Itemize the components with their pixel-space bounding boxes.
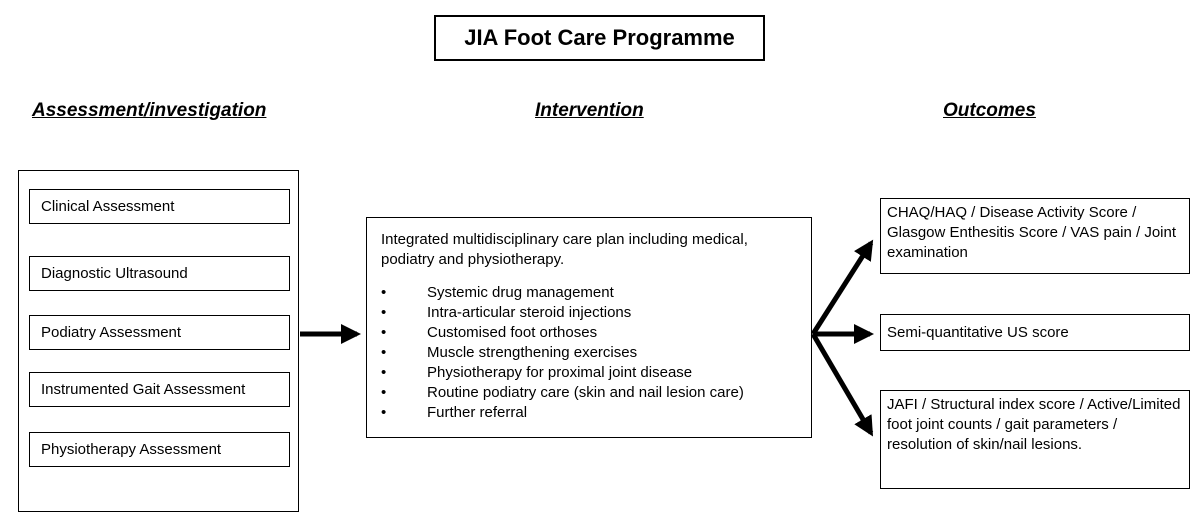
intervention-item: •Muscle strengthening exercises	[381, 344, 638, 361]
intervention-intro: Integrated multidisciplinary care plan i…	[381, 231, 748, 268]
arrow-to-outcome-foot	[810, 332, 874, 437]
assessment-item-ultrasound: Diagnostic Ultrasound	[29, 256, 290, 291]
bullet-icon: •	[381, 304, 387, 321]
bullet-icon: •	[381, 364, 387, 381]
assessment-item-gait: Instrumented Gait Assessment	[29, 372, 290, 407]
outcome-box-clinical-scores: CHAQ/HAQ / Disease Activity Score / Glas…	[880, 198, 1190, 274]
arrow-to-outcome-clinical	[810, 239, 874, 336]
assessment-item-clinical: Clinical Assessment	[29, 189, 290, 224]
assessment-item-physiotherapy: Physiotherapy Assessment	[29, 432, 290, 467]
bullet-icon: •	[381, 404, 387, 421]
outcome-box-us-score: Semi-quantitative US score	[880, 314, 1190, 351]
diagram-title: JIA Foot Care Programme	[464, 25, 735, 50]
intervention-item: •Routine podiatry care (skin and nail le…	[381, 384, 744, 401]
intervention-item: •Physiotherapy for proximal joint diseas…	[381, 364, 693, 381]
intervention-list: •Systemic drug management •Intra-articul…	[381, 283, 797, 423]
bullet-icon: •	[381, 284, 387, 301]
bullet-icon: •	[381, 384, 387, 401]
outcome-box-foot-measures: JAFI / Structural index score / Active/L…	[880, 390, 1190, 489]
intervention-box: Integrated multidisciplinary care plan i…	[366, 217, 812, 438]
assessment-item-podiatry: Podiatry Assessment	[29, 315, 290, 350]
heading-intervention: Intervention	[535, 100, 644, 121]
title-box: JIA Foot Care Programme	[434, 15, 765, 61]
bullet-icon: •	[381, 344, 387, 361]
heading-outcomes: Outcomes	[943, 100, 1036, 121]
bullet-icon: •	[381, 324, 387, 341]
intervention-item: •Customised foot orthoses	[381, 324, 598, 341]
assessment-container	[18, 170, 299, 512]
intervention-item: •Systemic drug management	[381, 284, 614, 301]
heading-assessment: Assessment/investigation	[32, 100, 267, 121]
intervention-item: •Intra-articular steroid injections	[381, 304, 632, 321]
intervention-item: •Further referral	[381, 404, 528, 421]
